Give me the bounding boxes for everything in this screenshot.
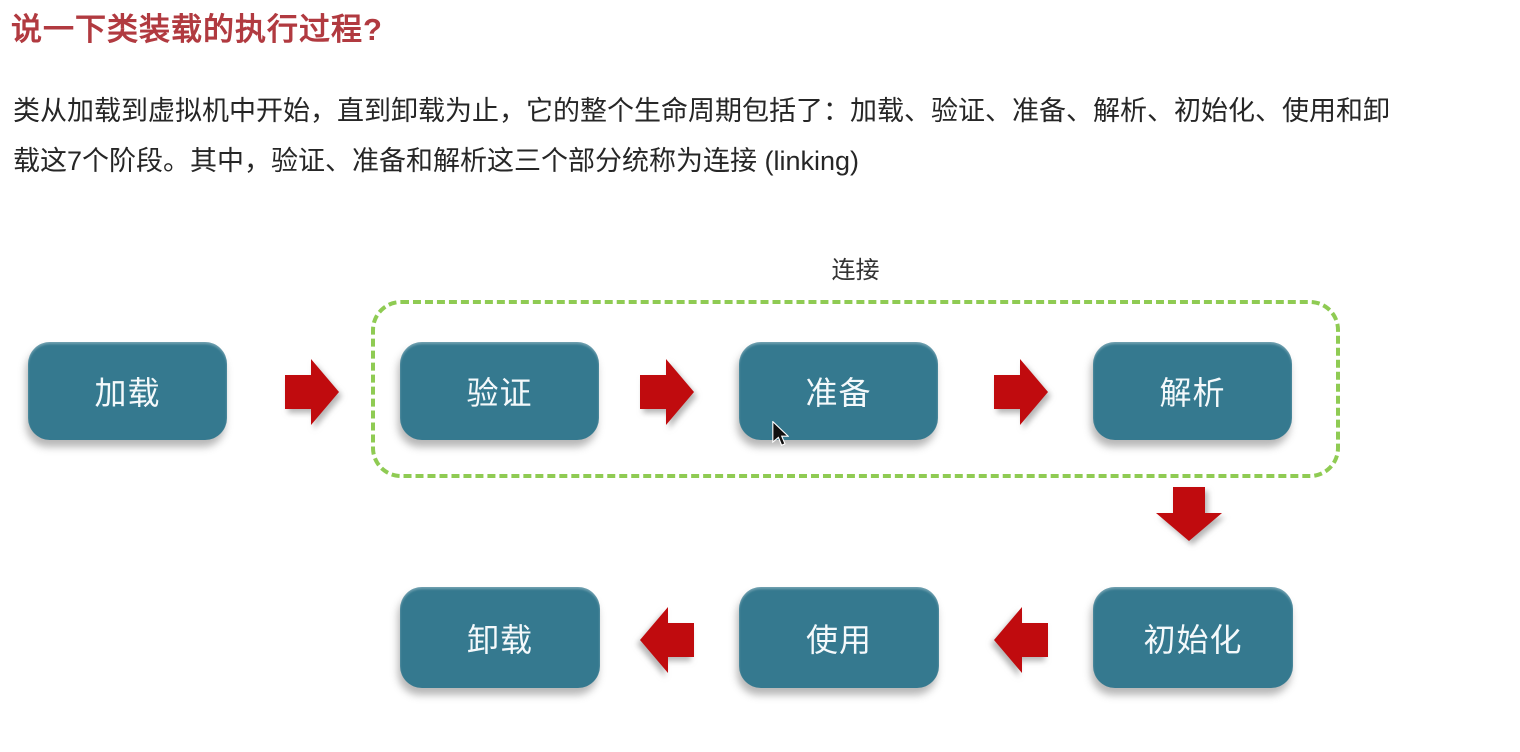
flow-arrow-prepare-to-resolve-icon [994,359,1048,425]
node-initialize: 初始化 [1093,587,1293,688]
node-resolve: 解析 [1093,342,1292,440]
node-load: 加载 [28,342,227,440]
node-verify: 验证 [400,342,599,440]
linking-group-outline [371,300,1340,478]
mouse-cursor-icon [772,420,790,447]
body-text-line-2: 载这7个阶段。其中，验证、准备和解析这三个部分统称为连接 (linking) [13,146,860,176]
body-text-line-1: 类从加载到虚拟机中开始，直到卸载为止，它的整个生命周期包括了：加载、验证、准备、… [13,96,1390,126]
node-use: 使用 [739,587,939,688]
flow-arrow-resolve-to-initialize-icon [1156,487,1222,541]
flow-arrow-use-to-unload-icon [640,607,694,673]
node-unload: 卸载 [400,587,600,688]
page-title: 说一下类装载的执行过程? [11,12,383,47]
node-prepare: 准备 [739,342,938,440]
flow-arrow-load-to-verify-icon [285,359,339,425]
body-text: 类从加载到虚拟机中开始，直到卸载为止，它的整个生命周期包括了：加载、验证、准备、… [13,86,1513,186]
linking-group-label: 连接 [831,257,880,284]
flow-arrow-verify-to-prepare-icon [640,359,694,425]
flow-arrow-initialize-to-use-icon [994,607,1048,673]
